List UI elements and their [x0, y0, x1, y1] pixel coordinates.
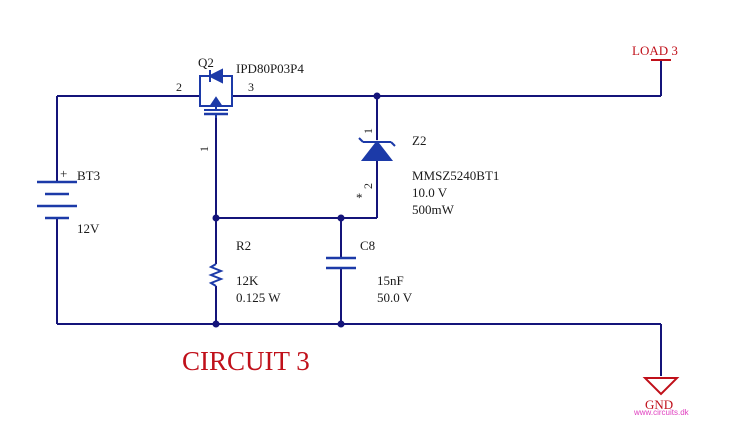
load-net-label: LOAD 3: [632, 43, 678, 58]
ground-net-label: GND: [645, 397, 673, 412]
circuit-title: CIRCUIT 3: [182, 346, 310, 376]
q2-pin-drain: 2: [176, 80, 182, 94]
z2-zener-symbol: [358, 137, 396, 161]
c8-value: 15nF: [377, 273, 404, 288]
bt3-value: 12V: [77, 221, 100, 236]
q2-part: IPD80P03P4: [236, 61, 304, 76]
bt3-ref: BT3: [77, 168, 100, 183]
z2-pin2: 2: [361, 183, 375, 189]
z2-part: MMSZ5240BT1: [412, 168, 499, 183]
wires: [56, 60, 662, 376]
q2-ref: Q2: [198, 55, 214, 70]
ground-icon: [642, 377, 680, 396]
junctions: [212, 92, 381, 328]
watermark: www.circuits.dk: [633, 408, 690, 417]
c8-ref: C8: [360, 238, 375, 253]
r2-value: 12K: [236, 273, 259, 288]
bt3-battery-symbol: [37, 180, 77, 220]
q2-pin-source: 3: [248, 80, 254, 94]
c8-voltage: 50.0 V: [377, 290, 413, 305]
z2-power: 500mW: [412, 202, 455, 217]
z2-pin1: 1: [361, 128, 375, 134]
r2-power: 0.125 W: [236, 290, 281, 305]
c8-capacitor-symbol: [326, 256, 356, 270]
r2-ref: R2: [236, 238, 251, 253]
junction-dot: [337, 320, 345, 328]
z2-voltage: 10.0 V: [412, 185, 448, 200]
r2-resistor-symbol: [208, 263, 224, 287]
z2-ref: Z2: [412, 133, 426, 148]
junction-dot: [337, 214, 345, 222]
z2-mark: *: [356, 190, 363, 205]
junction-dot: [212, 214, 220, 222]
q2-mosfet-symbol: [199, 68, 233, 118]
q2-pin-gate: 1: [197, 146, 211, 152]
junction-dot: [373, 92, 381, 100]
junction-dot: [212, 320, 220, 328]
bt3-plus: +: [60, 166, 67, 181]
